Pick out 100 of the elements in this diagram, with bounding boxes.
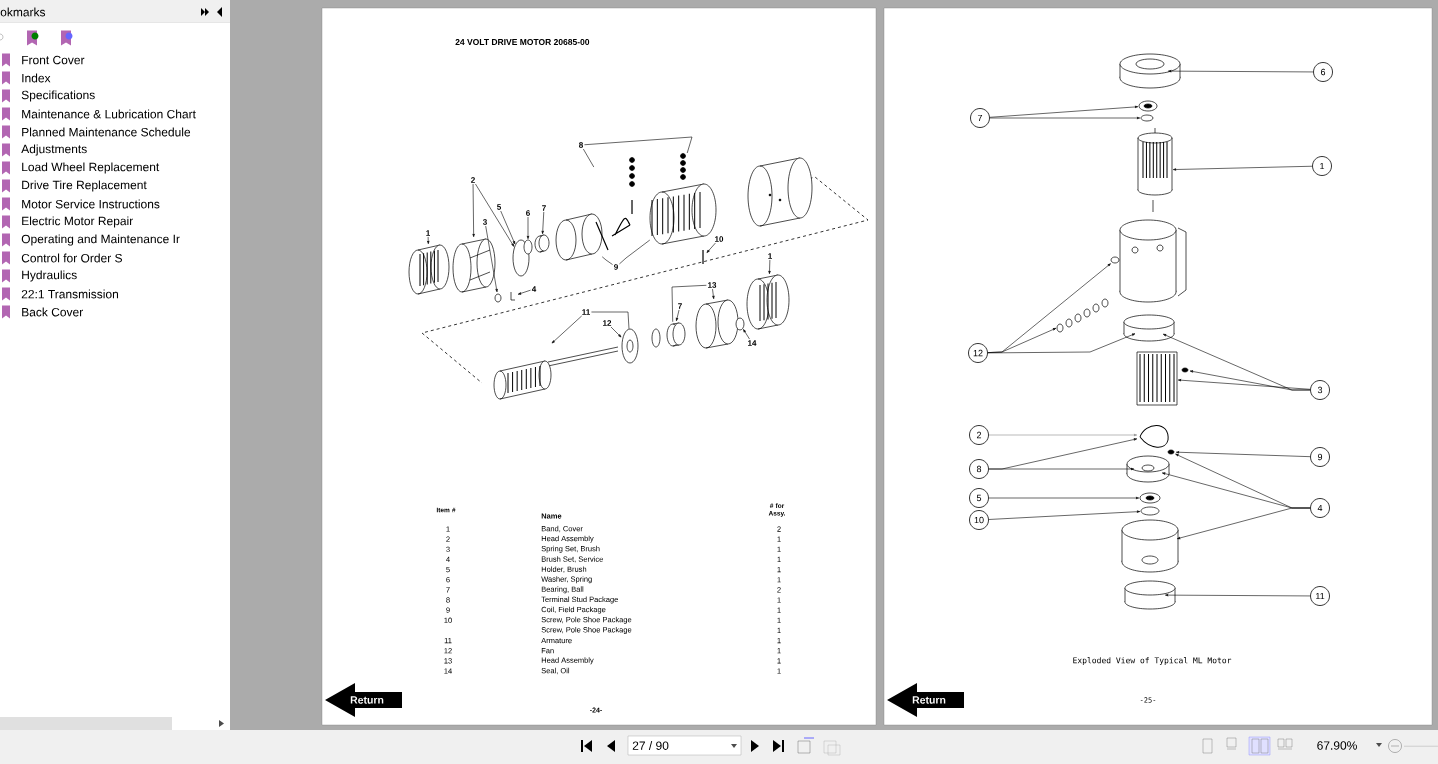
callout-number: 14	[746, 339, 758, 347]
bookmark-entry: Adjustments	[21, 144, 87, 156]
leader-line	[1177, 507, 1311, 540]
bookmark-entry: Specifications	[21, 90, 95, 102]
pole-shoe-ring-drawing	[555, 213, 603, 261]
leader-line	[988, 496, 1140, 500]
armature-drawing	[493, 346, 619, 400]
leader-line	[427, 236, 430, 245]
head-assembly-drawing	[452, 238, 496, 293]
callout-number: 12	[968, 343, 988, 363]
bookmark-entry: Drive Tire Replacement	[22, 180, 147, 192]
brush-clip-drawing	[510, 291, 516, 301]
terminal-stud-drawing	[680, 153, 686, 180]
bookmark-entry: Operating and Maintenance Ir	[21, 234, 180, 246]
leader-line	[987, 333, 1136, 354]
callout-number: 4	[1310, 498, 1330, 518]
leader-line	[768, 259, 771, 275]
zoom-level: 67.90%	[1317, 741, 1357, 750]
leader-line	[1175, 451, 1311, 457]
return-button: Return	[887, 683, 964, 717]
callout-number: 3	[481, 218, 489, 226]
page-field: 27 / 90	[627, 735, 742, 756]
screw-drawing	[1110, 256, 1120, 264]
spring-drawing	[494, 293, 502, 303]
bearing-drawing	[666, 322, 686, 347]
callout-number: 8	[577, 141, 585, 149]
figure-caption: Exploded View of Typical ML Motor	[1073, 657, 1232, 665]
callout-number: 10	[969, 510, 989, 530]
leader-line	[619, 239, 651, 265]
leader-line	[1177, 379, 1311, 390]
leader-line	[706, 242, 716, 253]
bookmark-entry: Front Cover	[22, 55, 85, 65]
callout-number: 5	[495, 203, 503, 211]
callout-number: 7	[970, 108, 990, 128]
leader-line	[1172, 165, 1313, 171]
bookmark-entry: Control for Order S	[21, 253, 122, 263]
callout-number: 4	[530, 285, 538, 293]
callout-number: 6	[1313, 62, 1333, 82]
bookmark-entry: Electric Motor Repair	[22, 216, 133, 228]
callout-number: 11	[1310, 586, 1330, 606]
bookmark-entry: Back Cover	[22, 307, 83, 317]
leader-line	[472, 183, 475, 238]
leader-line	[712, 288, 715, 300]
end-head-drawing	[1121, 519, 1179, 573]
washer-set-drawing	[1056, 298, 1109, 333]
callout-number: 10	[713, 235, 725, 243]
end-cap-drawing	[1119, 53, 1181, 89]
leader-line	[988, 467, 1135, 471]
leader-line	[988, 433, 1138, 437]
leader-line	[988, 510, 1141, 520]
leader-line	[1189, 370, 1311, 391]
leader-line	[743, 329, 750, 340]
bookmark-entry: Index	[22, 73, 51, 83]
washer-drawing	[523, 239, 533, 255]
field-coil-drawing	[1136, 351, 1178, 406]
bearing-drawing	[534, 234, 550, 253]
leader-line	[1165, 593, 1311, 597]
bookmark-entry: Hydraulics	[22, 270, 77, 282]
callout-number: 1	[766, 252, 774, 260]
panel-title: okmarks	[0, 7, 46, 17]
washer-drawing	[1140, 114, 1154, 122]
armature-drawing	[1137, 127, 1173, 213]
bookmark-entry: Maintenance & Lubrication Chart	[22, 109, 196, 119]
leader-line	[1168, 69, 1314, 73]
return-button: Return	[325, 683, 402, 717]
callout-number: 7	[676, 302, 684, 310]
callout-number: 2	[969, 425, 989, 445]
leader-line	[517, 289, 531, 295]
leader-line	[989, 105, 1139, 118]
callout-number: 3	[1310, 380, 1330, 400]
callout-number: 9	[612, 263, 620, 271]
leader-line	[601, 256, 613, 265]
leader-line	[675, 309, 680, 322]
bookmark-entry: Planned Maintenance Schedule	[22, 127, 191, 137]
leader-line	[541, 211, 545, 235]
terminal-stud-drawing	[595, 157, 635, 251]
leader-line	[583, 148, 595, 168]
callout-number: 1	[1312, 156, 1332, 176]
band-drawing	[746, 274, 790, 330]
washer-drawing	[1140, 506, 1160, 516]
field-coil-drawing	[649, 183, 717, 245]
callout-number: 11	[580, 308, 592, 316]
band-drawing	[408, 244, 450, 295]
callout-number: 13	[706, 281, 718, 289]
fan-drawing	[621, 328, 639, 364]
callout-number: 2	[469, 176, 477, 184]
band-drawing	[1124, 580, 1176, 610]
leader-line	[526, 216, 530, 240]
head-assembly-drawing	[695, 299, 739, 349]
callout-number: 8	[969, 459, 989, 479]
callout-number: 6	[524, 209, 532, 217]
bookmark-entry: 22:1 Transmission	[21, 289, 118, 299]
callout-number: 7	[540, 204, 548, 212]
callout-number: 5	[969, 488, 989, 508]
brush-spring-drawing	[1139, 424, 1169, 448]
bearing-drawing	[1139, 492, 1161, 504]
callout-number: 1	[424, 229, 432, 237]
brush-holder-drawing	[1126, 455, 1170, 483]
leader-line	[475, 183, 515, 247]
leader-line	[610, 326, 622, 338]
